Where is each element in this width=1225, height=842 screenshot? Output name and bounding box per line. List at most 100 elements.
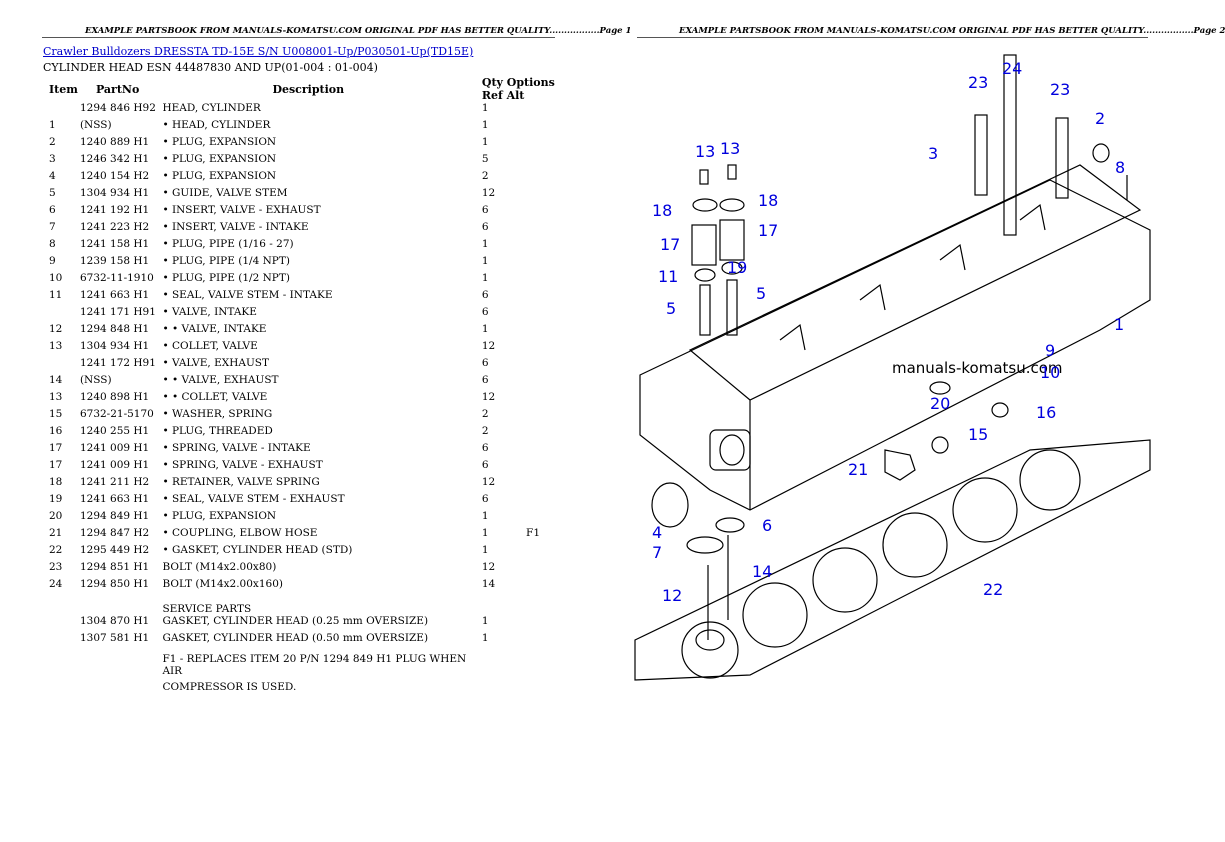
item-number: 23 [49,561,63,573]
callout-label: 5 [756,284,766,303]
part-qty: 5 [481,153,489,165]
part-alt [526,578,558,595]
part-number: 1241 172 H91 [79,357,156,369]
callout-label: 18 [652,201,672,220]
column-header-partno: PartNo [95,82,140,96]
part-number: 1294 850 H1 [79,578,150,590]
column-header-description: Description [272,82,345,96]
service-header-row: SERVICE PARTS [43,595,558,615]
part-description: • COUPLING, ELBOW HOSE [162,527,318,539]
document-title-link[interactable]: Crawler Bulldozers DRESSTA TD-15E S/N U0… [43,45,474,58]
part-alt [526,102,558,119]
part-number: 1241 223 H2 [79,221,150,233]
valve-train-drawing [651,164,1009,651]
part-description: • VALVE, INTAKE [162,306,257,318]
part-number: (NSS) [79,374,112,386]
callout-label: 24 [1002,59,1022,78]
callout-label: 4 [652,523,662,542]
part-number: 1241 171 H91 [79,306,156,318]
part-qty: 1 [481,632,489,644]
part-alt [526,221,558,238]
callout-label: 10 [1040,363,1060,382]
item-number: 13 [49,340,63,352]
part-description: • WASHER, SPRING [162,408,273,420]
part-number: 1241 192 H1 [79,204,150,216]
part-description: • PLUG, EXPANSION [162,170,277,182]
part-qty: 1 [481,527,489,539]
footnote-line-1: F1 - REPLACES ITEM 20 P/N 1294 849 H1 PL… [162,653,467,677]
callout-label: 21 [848,460,868,479]
part-qty: 6 [481,289,489,301]
service-parts-heading: SERVICE PARTS [162,603,252,615]
part-number: 1241 663 H1 [79,493,150,505]
part-alt [526,510,558,527]
part-description: • COLLET, VALVE [162,340,258,352]
item-number: 21 [49,527,63,539]
part-alt [526,153,558,170]
part-number: 1240 889 H1 [79,136,150,148]
callout-label: 1 [1114,315,1124,334]
callout-label: 20 [930,394,950,413]
part-qty: 6 [481,357,489,369]
callout-label: 14 [752,562,772,581]
item-number: 20 [49,510,63,522]
part-number: (NSS) [79,119,112,131]
item-number: 3 [49,153,56,165]
part-alt [526,408,558,425]
item-number: 10 [49,272,63,284]
part-qty: 12 [481,340,496,352]
part-number: 1304 870 H1 [79,615,150,627]
item-number: 19 [49,493,63,505]
head-gasket-drawing [634,439,1151,681]
part-alt [526,238,558,255]
part-description: GASKET, CYLINDER HEAD (0.50 mm OVERSIZE) [162,632,429,644]
cylinder-head-drawing [639,164,1151,511]
item-number: 6 [49,204,56,216]
item-number: 18 [49,476,63,488]
callout-label: 17 [758,221,778,240]
part-qty: 12 [481,561,496,573]
callout-label: 11 [658,267,678,286]
item-number: 1 [49,119,56,131]
part-description: • GASKET, CYLINDER HEAD (STD) [162,544,353,556]
item-number: 8 [49,238,56,250]
callout-label: 23 [968,73,988,92]
callout-label: 23 [1050,80,1070,99]
part-number: 1241 158 H1 [79,238,150,250]
item-number: 12 [49,323,63,335]
item-number: 5 [49,187,56,199]
part-description: • INSERT, VALVE - EXHAUST [162,204,321,216]
part-number: 6732-21-5170 [79,408,154,420]
part-alt [526,374,558,391]
part-number: 1304 934 H1 [79,340,150,352]
column-header-qty-options: Qty Options Ref Alt [481,76,555,102]
item-number: 2 [49,136,56,148]
footnote-row: F1 - REPLACES ITEM 20 P/N 1294 849 H1 PL… [43,649,558,681]
part-number: 1240 154 H2 [79,170,150,182]
part-number: 1294 849 H1 [79,510,150,522]
part-number: 1294 846 H92 [79,102,156,114]
part-description: • GUIDE, VALVE STEM [162,187,288,199]
part-qty: 1 [481,102,489,114]
callout-label: 8 [1115,158,1125,177]
callout-label: 13 [720,139,740,158]
item-number: 16 [49,425,63,437]
callout-label: 18 [758,191,778,210]
callout-label: 9 [1045,341,1055,360]
part-qty: 6 [481,204,489,216]
page-header: EXAMPLE PARTSBOOK FROM MANUALS-KOMATSU.C… [85,26,632,36]
part-alt [526,323,558,340]
item-number: 13 [49,391,63,403]
part-alt [526,204,558,221]
part-number: 1294 851 H1 [79,561,150,573]
